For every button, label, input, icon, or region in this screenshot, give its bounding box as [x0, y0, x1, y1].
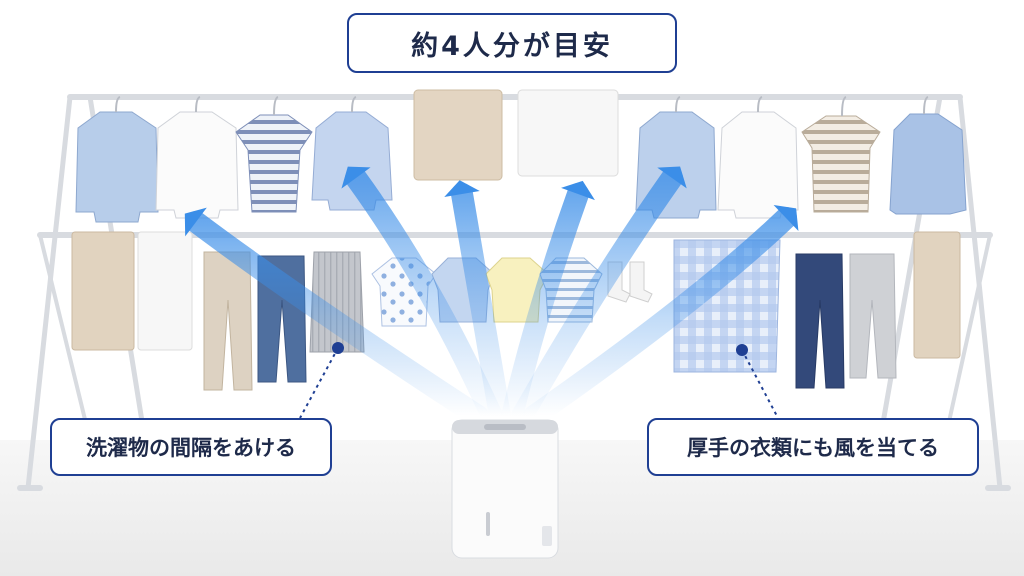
shirt-blue: [75, 111, 159, 223]
towel-beige-2: [71, 231, 135, 351]
airflow-arrowhead-1: [184, 207, 207, 237]
headline-text: 約4人分が目安: [411, 30, 613, 62]
pants-navy: [795, 253, 845, 389]
airflow-arrow-2: [345, 167, 503, 427]
clothes-top-row: [75, 89, 967, 223]
callout-left-text: 洗濯物の間隔をあける: [86, 436, 296, 460]
shirt-white: [155, 111, 239, 219]
airflow-arrows: [184, 166, 799, 427]
dehumidifier-icon: [451, 419, 559, 559]
airflow-arrowhead-2: [341, 166, 371, 189]
towel-white-2: [137, 231, 193, 351]
towel-beige-3: [913, 231, 961, 359]
hangers-top: [115, 96, 929, 117]
towel-beige: [413, 89, 503, 181]
towel-white: [517, 89, 619, 177]
airflow-arrowhead-6: [773, 204, 799, 232]
airflow-arrow-3: [451, 183, 511, 427]
airflow-arrowhead-3: [444, 180, 480, 198]
callout-left: 洗濯物の間隔をあける: [50, 418, 332, 476]
pants-gray: [849, 253, 897, 379]
headline-box: 約4人分が目安: [347, 13, 677, 73]
tee-striped-beige: [801, 115, 881, 213]
callout-leaders: [299, 342, 779, 419]
airflow-arrowhead-4: [561, 180, 595, 201]
airflow-arrow-4: [501, 183, 589, 427]
airflow-arrow-5: [511, 167, 683, 427]
pants-beige: [203, 251, 253, 391]
gingham-sheet: [673, 239, 781, 373]
tee-striped-navy: [235, 114, 313, 213]
airflow-arrow-6: [523, 207, 797, 427]
airflow-arrow-1: [185, 211, 489, 427]
airflow-arrowhead-5: [657, 166, 687, 189]
callout-right: 厚手の衣類にも風を当てる: [647, 418, 979, 476]
sweater-blue: [889, 113, 967, 215]
clothes-bottom-row: [71, 231, 961, 391]
callout-right-text: 厚手の衣類にも風を当てる: [687, 436, 939, 460]
shirt-white-2: [717, 111, 799, 219]
